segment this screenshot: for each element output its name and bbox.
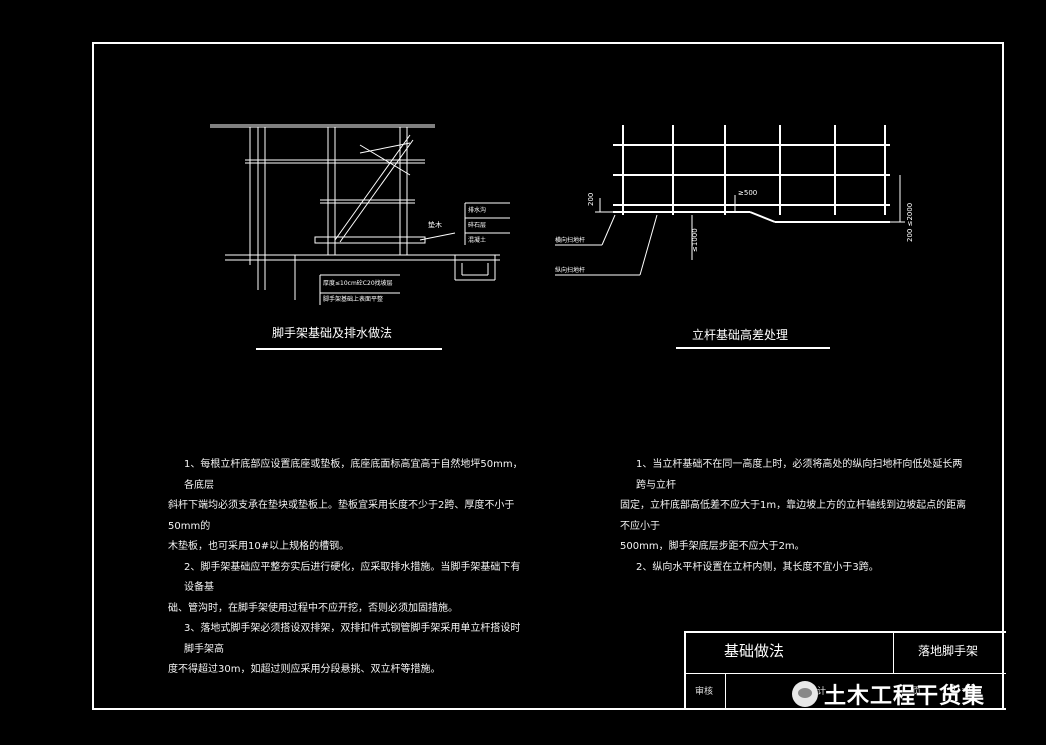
label-plate: 垫木 [428,220,442,229]
pole-height-difference-drawing: 200 ≥500 ≤1000 200 ≤2000 横向扫地杆 纵向扫地杆 [555,125,914,276]
title-block [684,631,1006,710]
notes-right: 1、当立杆基础不在同一高度上时，必须将高处的纵向扫地杆向低处延长两跨与立杆 固定… [620,455,970,578]
label-sweep-transverse: 纵向扫地杆 [555,266,585,274]
drawing-name: 基础做法 [724,642,785,660]
scaffold-foundation-drawing: 垫木 排水沟 碎石层 混凝土 厚度≤10cm砼C20找坡层 脚手架基础上表面平整 [210,124,510,305]
note-right-line: 2、纵向水平杆设置在立杆内侧，其长度不宜小于3跨。 [636,561,879,573]
left-detail-title: 脚手架基础及排水做法 [272,326,393,340]
title-block-divider [725,673,726,710]
label-note-a: 厚度≤10cm砼C20找坡层 [323,279,393,287]
dim-200: 200 [587,193,595,206]
title-block-divider [684,673,1006,674]
note-left-line: 2、脚手架基础应平整夯实后进行硬化，应采取排水措施。当脚手架基础下有设备基 [184,561,521,594]
note-left-line: 木垫板，也可采用10#以上规格的槽钢。 [168,541,350,552]
title-block-divider [893,631,894,673]
drawing-frame [92,42,1004,710]
label-layer1: 排水沟 [468,206,486,214]
wechat-icon [792,681,818,707]
right-detail-title: 立杆基础高差处理 [692,328,789,342]
right-title-underline [676,347,830,349]
watermark-text: 土木工程干货集 [824,684,986,709]
dim-2000: 200 ≤2000 [906,203,914,242]
note-left-line: 3、落地式脚手架必须搭设双排架，双排扣件式钢管脚手架采用单立杆搭设时脚手架高 [184,623,521,655]
note-right-line: 固定，立杆底部高低差不应大于1m，靠边坡上方的立杆轴线到边坡起点的距离不应小于 [620,500,967,532]
note-left-line: 1、每根立杆底部应设置底座或垫板，底座底面标高宜高于自然地坪50mm，各底层 [184,459,523,491]
dim-500: ≥500 [738,189,757,197]
label-note-b: 脚手架基础上表面平整 [323,295,383,303]
watermark: 土木工程干货集 [792,678,985,710]
project-name: 落地脚手架 [918,644,979,658]
label-layer3: 混凝土 [468,236,486,244]
note-left-line: 度不得超过30m，如超过则应采用分段悬挑、双立杆等措施。 [168,664,441,675]
sheet-number: 01-02 [950,684,977,694]
note-right-line: 1、当立杆基础不在同一高度上时，必须将高处的纵向扫地杆向低处延长两跨与立杆 [636,459,963,491]
note-left-line: 础、管沟时，在脚手架使用过程中不应开挖，否则必须加固措施。 [168,602,458,614]
label-layer2: 碎石层 [468,221,486,229]
left-title-underline [256,348,442,350]
note-left-line: 斜杆下端均必须支承在垫块或垫板上。垫板宜采用长度不少于2跨、厚度不小于50mm的 [168,500,515,532]
review-label: 审核 [695,687,714,697]
note-right-line: 500mm，脚手架底层步距不应大于2m。 [620,541,805,552]
label-sweep-longitudinal: 横向扫地杆 [555,236,585,244]
page-label: 页 [912,687,922,697]
dim-1000: ≤1000 [691,228,699,252]
notes-left: 1、每根立杆底部应设置底座或垫板，底座底面标高宜高于自然地坪50mm，各底层 斜… [168,455,528,681]
